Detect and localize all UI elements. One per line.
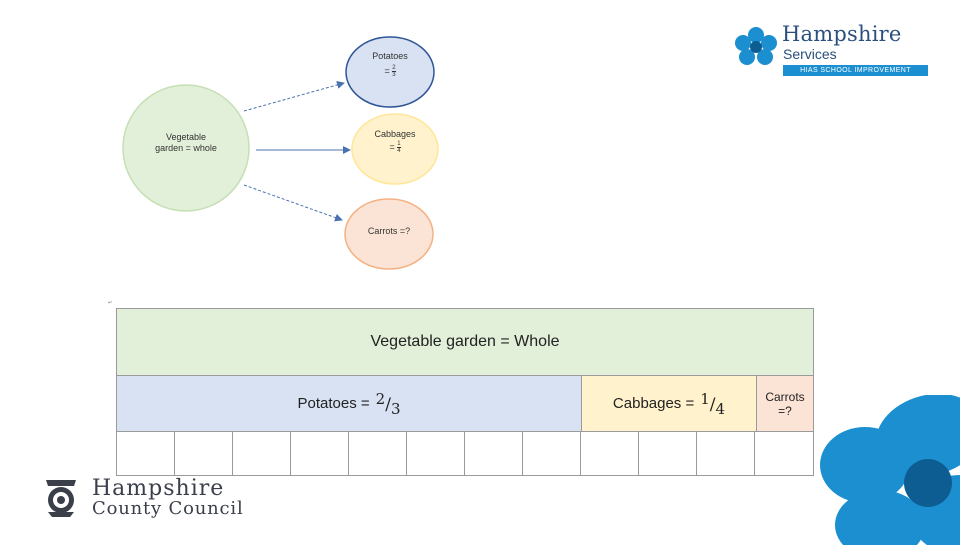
bar-model-cabbages: Cabbages = 1/4 [582, 376, 757, 431]
bar-model-table: Vegetable garden = Whole Potatoes = 2/3 … [116, 308, 814, 476]
potatoes-label: Potatoes [372, 51, 408, 61]
cabbages-bubble [351, 113, 439, 185]
potatoes-bubble-label: Potatoes = 2 3 [350, 51, 430, 78]
potatoes-numerator: 2 [392, 65, 396, 71]
flower-icon [735, 27, 777, 65]
carrots-bubble [344, 198, 434, 270]
whole-bubble-label: Vegetable garden = whole [136, 132, 236, 154]
bar-model-grid-cell [117, 432, 175, 475]
decorative-flower-icon [820, 395, 960, 545]
bar-model-grid-cell [175, 432, 233, 475]
hampshire-county-council-logo: Hampshire County Council [40, 476, 250, 520]
bar-model-potatoes: Potatoes = 2/3 [117, 376, 582, 431]
bar-model-grid-cell [407, 432, 465, 475]
bar-cabbages-fraction: 1/4 [700, 389, 726, 418]
arrow-to-potatoes [243, 81, 345, 112]
bar-model-grid-cell [581, 432, 639, 475]
cabbages-fraction: = 1 4 [389, 141, 401, 154]
bar-model-grid-cell [755, 432, 813, 475]
bar-model-parts-row: Potatoes = 2/3 Cabbages = 1/4 Carrots =? [117, 376, 813, 432]
bar-potatoes-fraction: 2/3 [375, 389, 401, 418]
bar-model-grid-cell [697, 432, 755, 475]
crest-icon [46, 480, 76, 517]
bar-model-grid-row [117, 432, 813, 475]
potatoes-bubble [345, 36, 435, 108]
cabbages-numerator: 1 [397, 141, 401, 147]
paragraph-marker: ↵ [108, 300, 113, 306]
carrots-bubble-label: Carrots =? [367, 226, 411, 236]
services-band: HIAS SCHOOL IMPROVEMENT [783, 65, 928, 76]
whole-bubble [122, 84, 250, 212]
whole-label-line2: garden = whole [155, 143, 217, 153]
bar-model-grid-cell [465, 432, 523, 475]
hampshire-services-logo: Hampshire Services HIAS SCHOOL IMPROVEME… [732, 22, 928, 78]
bar-cabbages-label: Cabbages = [612, 395, 695, 412]
bar-model-grid-cell [639, 432, 697, 475]
cabbages-label: Cabbages [374, 129, 416, 139]
bar-potatoes-label: Potatoes = [297, 395, 370, 412]
bar-carrots-line2: =? [778, 403, 792, 418]
potatoes-fraction: = 2 3 [384, 65, 396, 78]
bar-model-carrots: Carrots =? [757, 376, 813, 431]
arrow-to-carrots [243, 184, 343, 222]
services-subtitle: Services [783, 46, 837, 62]
council-subtitle: County Council [92, 498, 244, 519]
council-title: Hampshire [92, 476, 225, 501]
bar-model-whole-row: Vegetable garden = Whole [117, 309, 813, 376]
potatoes-denominator: 3 [392, 71, 396, 78]
bar-model-grid-cell [349, 432, 407, 475]
bar-model-grid-cell [233, 432, 291, 475]
bar-carrots-line1: Carrots [765, 389, 805, 404]
bar-model-grid-cell [291, 432, 349, 475]
bar-model-grid-cell [523, 432, 581, 475]
bar-model-whole-label: Vegetable garden = Whole [370, 333, 560, 350]
services-title: Hampshire [782, 22, 902, 46]
cabbages-bubble-label: Cabbages = 1 4 [355, 129, 435, 154]
cabbages-denominator: 4 [397, 147, 401, 154]
whole-label-line1: Vegetable [165, 132, 207, 142]
